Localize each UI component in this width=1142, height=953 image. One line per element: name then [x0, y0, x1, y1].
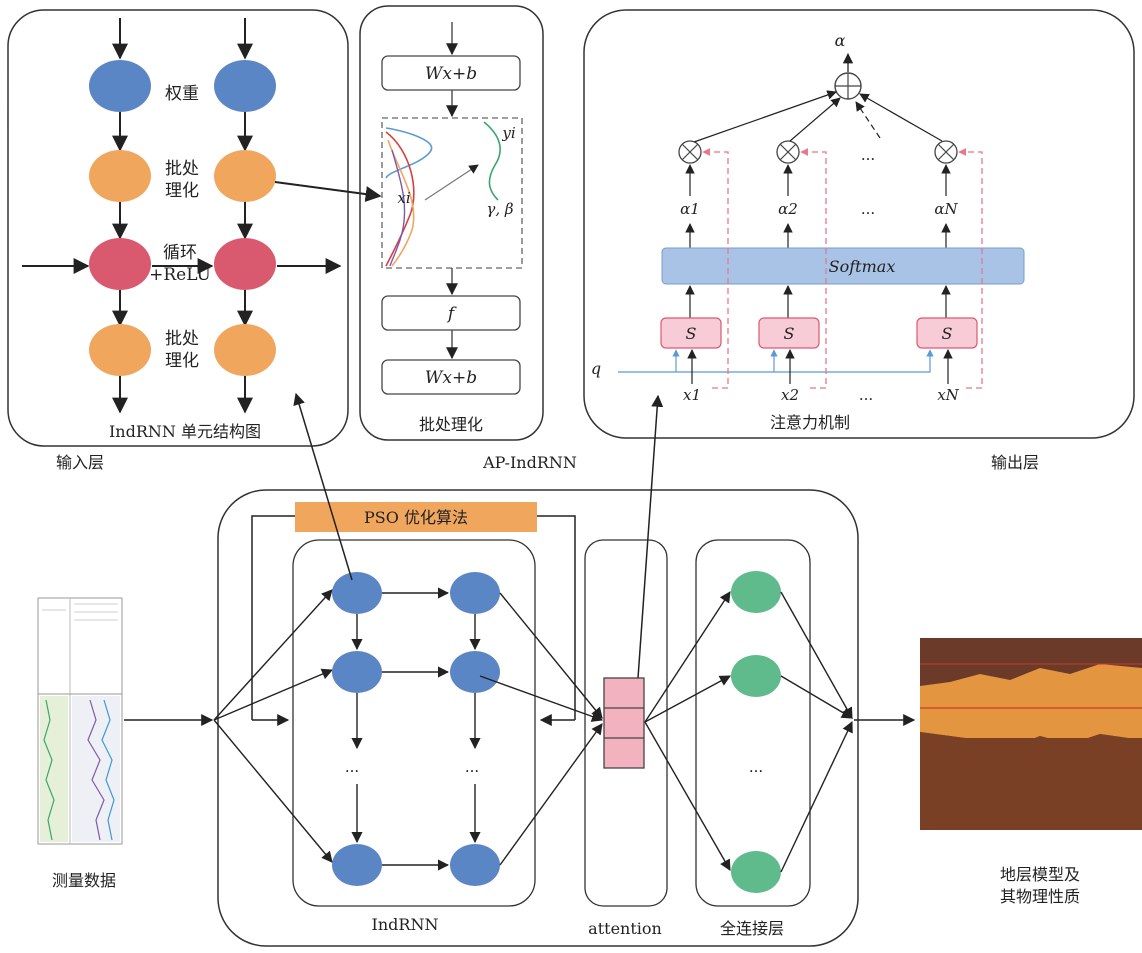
multiply-node [776, 140, 800, 164]
recurrent-node [89, 238, 151, 290]
bn-node [89, 150, 151, 202]
x-2: x2 [781, 386, 799, 404]
linear-box-top: Wx+b [425, 64, 477, 84]
multiply-node [934, 140, 958, 164]
dots: ... [859, 386, 873, 404]
output-layer-caption: 输出层 [991, 453, 1039, 472]
score-box [916, 317, 978, 349]
score-label: S [942, 324, 953, 343]
dots: ... [861, 200, 875, 218]
ap-indrnn-caption: AP-IndRNN [482, 453, 577, 472]
bn-label: 批处理化 [165, 329, 199, 371]
bn-label: 批处理化 [165, 159, 199, 201]
multiply-node [678, 140, 702, 164]
fc-caption: 全连接层 [720, 919, 784, 938]
indrnn-node [450, 844, 500, 886]
softmax-bar [661, 247, 1025, 285]
alpha-2: α2 [778, 200, 798, 218]
dots: ... [749, 758, 763, 776]
bn-node [214, 324, 276, 376]
dots: ... [465, 758, 479, 776]
alpha-n: αN [934, 200, 958, 218]
input-layer-panel: 权重 批处理化 循环+ReLU 批处理化 IndRNN 单元结构图 [7, 9, 349, 447]
weight-label: 权重 [165, 84, 199, 104]
measurement-caption: 测量数据 [52, 871, 116, 890]
score-box [758, 317, 820, 349]
indrnn-node [332, 572, 382, 614]
query-label: q [591, 359, 601, 378]
attention-column [584, 539, 668, 907]
strata-model-image [920, 638, 1142, 830]
indrnn-node [450, 651, 500, 693]
attention-panel: α ... α1 α2 ... αN [583, 9, 1135, 439]
activation-box: f [446, 304, 457, 324]
strata-caption: 地层模型及其物理性质 [1000, 865, 1080, 906]
batch-norm-title: 批处理化 [419, 415, 483, 434]
fc-node [731, 655, 781, 697]
ap-indrnn-panel: Wx+b xi yi γ, β f Wx+b 批处理化 [359, 5, 544, 441]
bn-node [214, 150, 276, 202]
alpha-output: α [835, 31, 846, 50]
indrnn-node [450, 572, 500, 614]
bn-node [89, 324, 151, 376]
fc-node [731, 851, 781, 893]
yi-label: yi [501, 124, 515, 142]
fc-node [731, 571, 781, 613]
pso-label: PSO 优化算法 [364, 508, 468, 527]
score-box [660, 317, 722, 349]
recurrent-node [214, 238, 276, 290]
alpha-1: α1 [680, 200, 700, 218]
score-label: S [784, 324, 795, 343]
attention-caption: attention [588, 919, 662, 938]
linear-box-bottom: Wx+b [425, 368, 477, 388]
recurrent-label: 循环+ReLU [149, 243, 211, 285]
x-1: x1 [683, 386, 701, 404]
indrnn-unit-title: IndRNN 单元结构图 [109, 422, 261, 441]
input-layer-caption: 输入层 [56, 453, 104, 472]
gamma-beta-label: γ, β [486, 200, 514, 218]
softmax-label: Softmax [829, 257, 896, 276]
attention-vector [603, 677, 645, 769]
dots: ... [345, 758, 359, 776]
indrnn-node [332, 844, 382, 886]
x-n: xN [937, 386, 959, 404]
weight-node [214, 60, 276, 112]
indrnn-panel [292, 539, 536, 907]
indrnn-node [332, 651, 382, 693]
main-network: PSO 优化算法 测量数据 [37, 392, 1142, 947]
measurement-data-image [37, 597, 123, 845]
indrnn-caption: IndRNN [372, 915, 439, 934]
xi-label: xi [397, 189, 410, 207]
attention-title: 注意力机制 [770, 413, 850, 432]
score-label: S [686, 324, 697, 343]
fc-panel [695, 539, 811, 907]
dots: ... [861, 146, 875, 164]
weight-node [89, 60, 151, 112]
